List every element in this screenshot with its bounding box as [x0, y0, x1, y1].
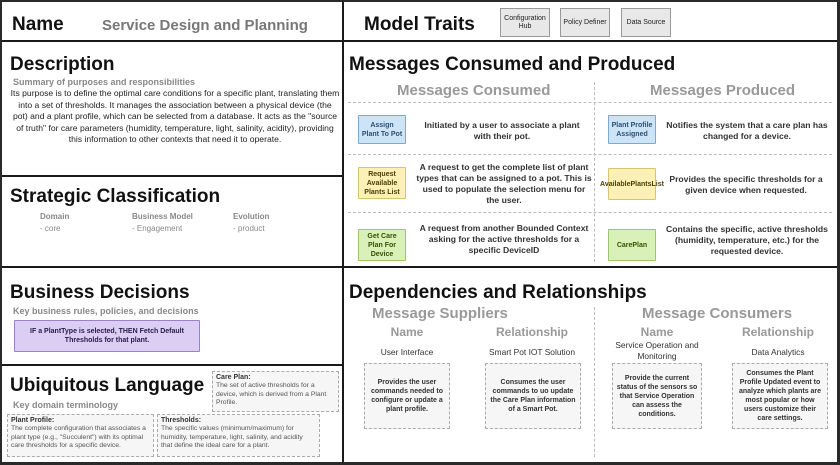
description-text: Its purpose is to define the optimal car… [10, 88, 340, 145]
messages-column-divider [594, 82, 595, 262]
supplier-name: User Interface [380, 347, 434, 357]
term-plant-profile-name: Plant Profile: [11, 417, 55, 424]
message-plant-profile-assigned: Plant Profile Assigned [608, 115, 656, 144]
term-care-plan: Care Plan: The set of active thresholds … [212, 371, 339, 412]
ubiquitous-language-subheading: Key domain terminology [13, 400, 119, 410]
message-suppliers-heading: Message Suppliers [372, 305, 508, 322]
message-get-care-plan-for-device: Get Care Plan For Device [358, 229, 406, 261]
model-traits-heading: Model Traits [364, 14, 475, 35]
center-divider [342, 2, 344, 462]
trait-policy-definer: Policy Definer [560, 8, 610, 37]
business-model-value: - Engagement [132, 224, 183, 233]
trait-data-source: Data Source [621, 8, 671, 37]
consumers-name-column: Name [640, 325, 674, 339]
message-available-plants-list: AvailablePlantsList [600, 168, 664, 200]
messages-row-rule-2 [348, 212, 832, 213]
term-thresholds-name: Thresholds: [161, 417, 202, 424]
description-heading: Description [10, 54, 115, 75]
business-model-label: Business Model [132, 212, 193, 221]
domain-value: - core [40, 224, 61, 233]
suppliers-name-column: Name [390, 325, 424, 339]
term-plant-profile: Plant Profile: The complete configuratio… [7, 414, 154, 457]
term-thresholds-definition: The specific values (minimum/maximum) fo… [161, 425, 303, 450]
description-subheading: Summary of purposes and responsibilities [13, 77, 196, 87]
business-rule-note: IF a PlantType is selected, THEN Fetch D… [14, 320, 200, 352]
message-assign-plant-to-pot-description: Initiated by a user to associate a plant… [424, 120, 580, 141]
messages-header-rule [348, 102, 832, 103]
header-divider [2, 40, 837, 42]
description-divider [2, 175, 342, 177]
messages-row-rule-1 [348, 154, 832, 155]
domain-label: Domain [40, 212, 70, 221]
supplier-relationship: Smart Pot IOT Solution [489, 347, 575, 357]
consumers-relationship-column: Relationship [741, 325, 814, 339]
term-plant-profile-definition: The complete configuration that associat… [11, 425, 146, 450]
decisions-divider [2, 364, 342, 366]
ubiquitous-language-heading: Ubiquitous Language [10, 375, 205, 396]
evolution-value: - product [233, 224, 265, 233]
message-plant-profile-assigned-description: Notifies the system that a care plan has… [666, 120, 828, 141]
strategic-classification-heading: Strategic Classification [10, 186, 221, 207]
message-request-available-plants-list: Request Available Plants List [358, 167, 406, 199]
consumer-name: Service Operation and Monitoring [615, 340, 699, 361]
dependencies-heading: Dependencies and Relationships [349, 282, 647, 303]
supplier-relationship-note: Consumes the user commands to uo update … [485, 363, 581, 429]
consumer-name-note: Provide the current status of the sensor… [612, 363, 702, 429]
suppliers-relationship-column: Relationship [495, 325, 568, 339]
consumer-relationship-note: Consumes the Plant Profile Updated event… [732, 363, 828, 429]
name-heading: Name [12, 14, 64, 35]
business-decisions-subheading: Key business rules, policies, and decisi… [13, 306, 199, 316]
term-care-plan-name: Care Plan: [216, 374, 251, 381]
message-request-available-plants-list-description: A request to get the complete list of pl… [416, 162, 592, 205]
messages-produced-heading: Messages Produced [650, 82, 796, 99]
messages-heading: Messages Consumed and Produced [349, 54, 676, 75]
dependencies-column-divider [594, 307, 595, 457]
message-get-care-plan-for-device-description: A request from another Bounded Context a… [419, 223, 589, 255]
mid-divider [2, 266, 837, 268]
context-name: Service Design and Planning [102, 17, 308, 34]
term-thresholds: Thresholds: The specific values (minimum… [157, 414, 320, 457]
message-assign-plant-to-pot: Assign Plant To Pot [358, 115, 406, 144]
trait-configuration-hub: Configuration Hub [500, 8, 550, 37]
message-care-plan-description: Contains the specific, active thresholds… [666, 224, 828, 256]
evolution-label: Evolution [233, 212, 270, 221]
message-available-plants-list-description: Provides the specific thresholds for a g… [669, 174, 823, 195]
term-care-plan-definition: The set of active thresholds for a devic… [216, 382, 327, 407]
message-care-plan: CarePlan [608, 229, 656, 261]
messages-consumed-heading: Messages Consumed [397, 82, 551, 99]
consumer-relationship: Data Analytics [751, 347, 805, 357]
supplier-name-note: Provides the user commands needed to con… [364, 363, 450, 429]
business-decisions-heading: Business Decisions [10, 282, 190, 303]
message-consumers-heading: Message Consumers [642, 305, 793, 322]
